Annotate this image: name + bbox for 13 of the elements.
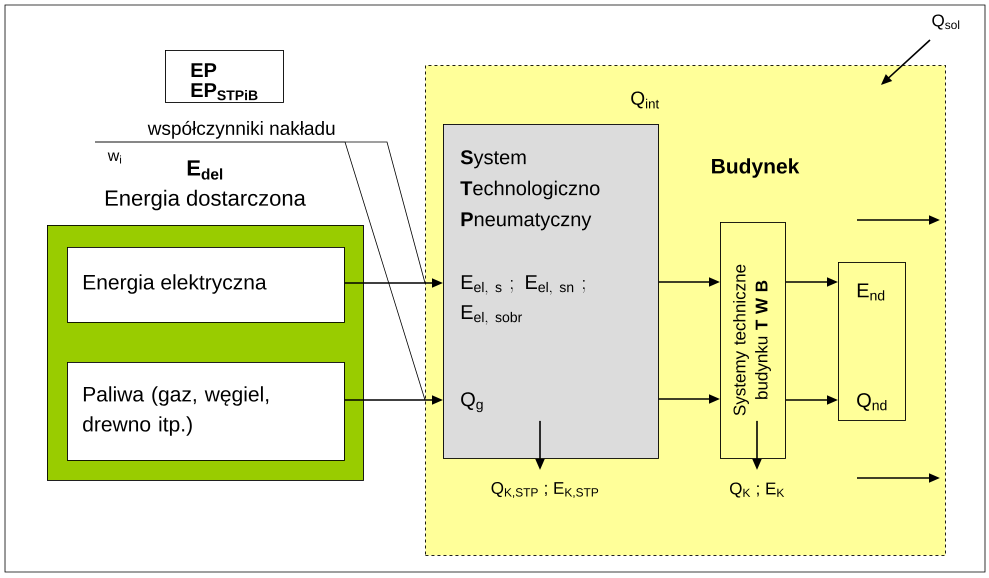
symbol-box: EP EP$_{STPiB}$	[165, 50, 284, 103]
demand-box: E$_{nd}$ Q$_{nd}$	[838, 262, 906, 421]
leader-line	[94, 142, 426, 284]
edge-label: Q$_{K,STP}$ ; E$_{K,STP}$	[490, 481, 600, 499]
weight-label: współczynniki nakładu	[148, 120, 334, 139]
source-box: Energia elektryczna	[67, 247, 345, 323]
source-box: Paliwa (gaz, węgiel, drewno itp.)	[67, 362, 345, 461]
edge-label: Q$_{sol}$	[930, 13, 962, 31]
system-box: System Technologiczno Pneumatyczny $\mathrm{E}_{\mathrm{el,\ s}}\ ;\ \mathrm{E}_{\mathrm{el,\ sn}}\ ;\allowbreak\ \mathrm{E}_{\mathrm{el,\ sobr}}$ Q$_{g}$	[443, 124, 659, 459]
box-heading: Energia dostarczona	[106, 190, 306, 210]
text-label: w$_{i}$	[108, 152, 122, 164]
box-heading: E$_{del}$	[188, 160, 222, 180]
edge-label: Q$_{K}$ ; E$_{K}$	[728, 481, 786, 499]
